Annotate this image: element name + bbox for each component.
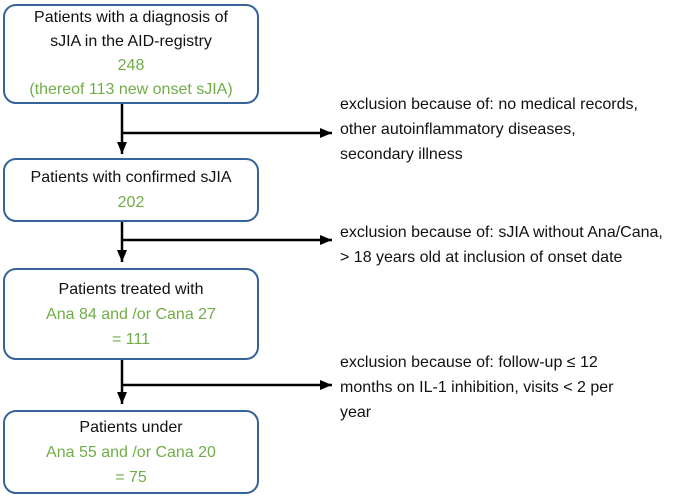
exclusion-text-line: exclusion because of: follow-up ≤ 12 [340, 354, 598, 371]
box-text-line: Patients treated with [58, 280, 204, 298]
box-text-line: Patients with a diagnosis of [34, 9, 228, 26]
flow-box-confirmed: Patients with confirmed sJIA 202 [3, 158, 259, 222]
box-text-line: Patients with confirmed sJIA [30, 169, 232, 186]
patient-count: = 111 [111, 330, 151, 348]
box-text-line: Patients under [79, 418, 183, 436]
box-text-line: sJIA in the AID-registry [50, 33, 212, 50]
exclusion-text-line: months on IL-1 inhibition, visits < 2 pe… [340, 379, 614, 396]
exclusion-text-line: year [340, 404, 372, 421]
flow-box-under-treatment: Patients under Ana 55 and /or Cana 20 = … [3, 410, 259, 494]
exclusion-note-3: exclusion because of: follow-up ≤ 12 mon… [340, 350, 685, 425]
box-text-line: Ana 55 and /or Cana 20 [46, 443, 216, 461]
box-text-line: Ana 84 and /or Cana 27 [46, 305, 216, 323]
patient-count: 248 [117, 57, 145, 74]
exclusion-text-line: exclusion because of: no medical records… [340, 96, 638, 113]
flow-box-diagnosis: Patients with a diagnosis of sJIA in the… [3, 4, 259, 104]
exclusion-note-2: exclusion because of: sJIA without Ana/C… [340, 220, 685, 270]
exclusion-text-line: exclusion because of: sJIA without Ana/C… [340, 224, 663, 241]
exclusion-text-line: > 18 years old at inclusion of onset dat… [340, 249, 623, 266]
exclusion-text-line: secondary illness [340, 146, 463, 163]
flow-box-treated: Patients treated with Ana 84 and /or Can… [3, 268, 259, 360]
exclusion-note-1: exclusion because of: no medical records… [340, 92, 685, 167]
box-text-line: (thereof 113 new onset sJIA) [29, 81, 233, 98]
exclusion-text-line: other autoinflammatory diseases, [340, 121, 576, 138]
patient-count: 202 [117, 194, 145, 211]
patient-count: = 75 [115, 468, 147, 486]
